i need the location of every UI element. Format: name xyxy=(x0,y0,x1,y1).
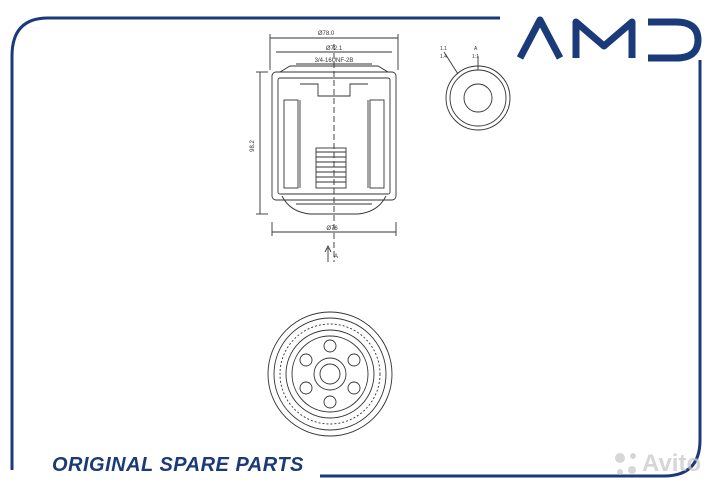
side-dim-b: 1.4 xyxy=(440,54,447,60)
filter-plan-view xyxy=(267,311,393,437)
dim-top-inner: Ø72.1 xyxy=(326,46,343,52)
watermark-text: Avito xyxy=(642,450,702,477)
dim-thread: 3/4-16UNF-2B xyxy=(315,58,354,64)
detail-view xyxy=(443,51,511,131)
side-label-b: 1:1 xyxy=(472,54,479,60)
filter-section-view xyxy=(256,34,399,262)
dim-height: 98.2 xyxy=(250,140,256,152)
dim-top-outer: Ø78.0 xyxy=(318,31,335,37)
watermark-icon xyxy=(615,453,636,475)
footer-tagline: ORIGINAL SPARE PARTS xyxy=(52,454,304,476)
brand-logo xyxy=(516,16,702,62)
side-label-a: A xyxy=(474,46,478,52)
dim-bottom: Ø76 xyxy=(326,226,338,232)
frame-border xyxy=(10,16,702,478)
side-dim-a: 1.1 xyxy=(440,46,447,52)
section-label: A xyxy=(334,254,338,260)
